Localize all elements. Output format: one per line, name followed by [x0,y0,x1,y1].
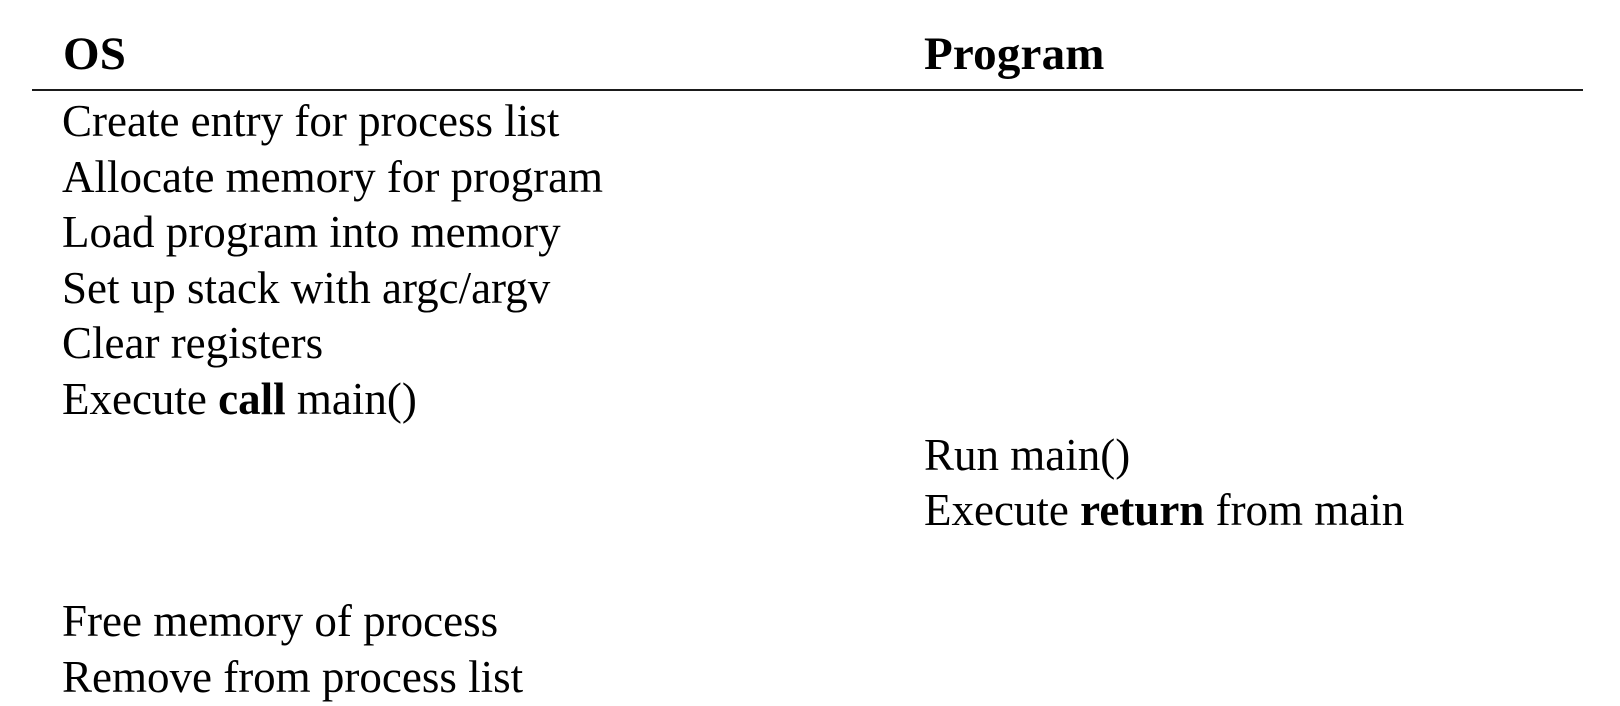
table-row-spacer [62,428,902,484]
table-row-spacer [924,594,1614,650]
table-row: Run main() [924,429,1131,480]
table-row-spacer [62,483,902,539]
table-row: Load program into memory [62,207,561,258]
table-row: Free memory of process [62,596,499,647]
table-row: Clear registers [62,318,324,369]
emphasized-keyword: call [218,373,286,424]
table-row-spacer [62,539,902,595]
table-row: Execute call main() [62,373,417,424]
table-row: Execute return from main [924,485,1405,536]
header-divider-rule [32,89,1583,91]
table-row: Set up stack with argc/argv [62,262,551,313]
column-header-os: OS [63,28,127,80]
table-row-spacer [924,316,1614,372]
table-row-spacer [924,94,1614,150]
emphasized-keyword: return [1080,485,1205,536]
column-header-program: Program [924,28,1105,80]
table-header-row: OS Program [0,26,1620,88]
table-row-spacer [924,372,1614,428]
table-row-spacer [924,150,1614,206]
column-program-cells: Run main()Execute return from main [924,94,1614,706]
table-row: Allocate memory for program [62,151,604,202]
table-row-spacer [924,539,1614,595]
table-row: Create entry for process list [62,96,560,146]
table-row-spacer [924,261,1614,317]
table-row: Remove from process list [62,651,524,702]
table-row-spacer [924,205,1614,261]
table-row-spacer [924,650,1614,706]
